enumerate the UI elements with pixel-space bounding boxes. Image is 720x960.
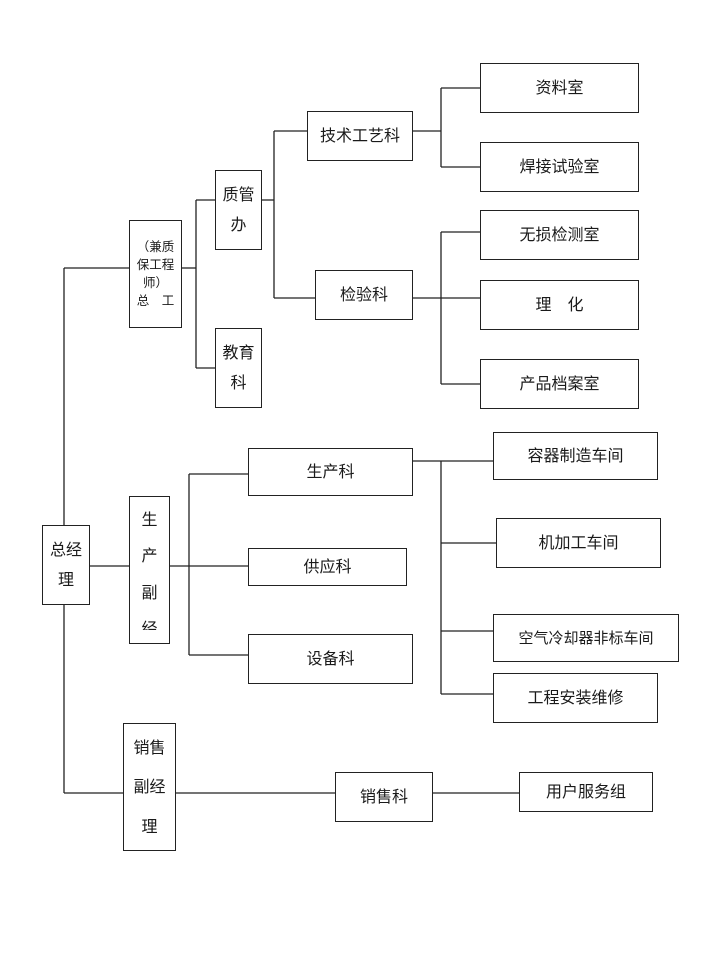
technology-process-dept-node: 技术工艺科: [307, 111, 413, 161]
welding-lab-node: 焊接试验室: [480, 142, 639, 192]
inspection-dept-label: 检验科: [339, 285, 388, 305]
welding-lab-label: 焊接试验室: [519, 157, 600, 177]
production-dept-label: 生产科: [306, 462, 355, 482]
quality-office-label: 质管办: [222, 184, 255, 234]
education-dept-node: 教育科: [215, 328, 262, 408]
production-deputy-char-4: 经: [141, 619, 158, 631]
machining-workshop-node: 机加工车间: [496, 518, 661, 568]
chief-engineer-line-4: 总 工: [136, 293, 175, 309]
sales-deputy-line-1: 销售: [133, 738, 166, 758]
installation-maintenance-label: 工程安装维修: [527, 688, 624, 708]
physical-chemical-node: 理 化: [480, 280, 639, 330]
supply-dept-label: 供应科: [303, 557, 352, 577]
general-manager-label: 总经理: [49, 539, 82, 589]
air-cooler-workshop-label: 空气冷却器非标车间: [518, 629, 654, 647]
production-deputy-char-2: 产: [141, 546, 158, 566]
technology-process-dept-label: 技术工艺科: [319, 126, 400, 146]
education-dept-label: 教育科: [222, 342, 255, 392]
general-manager-node: 总经理: [42, 525, 90, 605]
sales-dept-node: 销售科: [335, 772, 433, 822]
production-deputy-char-3: 副: [141, 582, 158, 602]
chief-engineer-line-1: （兼质: [136, 238, 175, 254]
ndt-lab-node: 无损检测室: [480, 210, 639, 260]
chief-engineer-node: （兼质 保工程 师） 总 工: [129, 220, 182, 328]
vessel-workshop-node: 容器制造车间: [493, 432, 658, 480]
production-dept-node: 生产科: [248, 448, 413, 496]
sales-dept-label: 销售科: [359, 787, 408, 807]
vessel-workshop-label: 容器制造车间: [527, 446, 624, 466]
equipment-dept-node: 设备科: [248, 634, 413, 684]
archive-room-label: 资料室: [535, 78, 584, 98]
sales-deputy-manager-node: 销售 副经 理: [123, 723, 176, 851]
ndt-lab-label: 无损检测室: [519, 225, 600, 245]
archive-room-node: 资料室: [480, 63, 639, 113]
quality-office-node: 质管办: [215, 170, 262, 250]
sales-deputy-line-2: 副经: [133, 777, 166, 797]
inspection-dept-node: 检验科: [315, 270, 413, 320]
physical-chemical-label: 理 化: [535, 295, 584, 315]
chief-engineer-line-2: 保工程: [136, 256, 175, 272]
air-cooler-workshop-node: 空气冷却器非标车间: [493, 614, 679, 662]
chief-engineer-line-3: 师）: [142, 275, 168, 290]
sales-deputy-line-3: 理: [141, 816, 158, 836]
supply-dept-node: 供应科: [248, 548, 407, 586]
product-archive-room-node: 产品档案室: [480, 359, 639, 409]
production-deputy-manager-node: 生 产 副 经: [129, 496, 170, 644]
equipment-dept-label: 设备科: [306, 649, 355, 669]
customer-service-node: 用户服务组: [519, 772, 653, 812]
machining-workshop-label: 机加工车间: [538, 533, 619, 553]
product-archive-room-label: 产品档案室: [519, 374, 600, 394]
production-deputy-char-1: 生: [141, 509, 158, 529]
installation-maintenance-node: 工程安装维修: [493, 673, 658, 723]
customer-service-label: 用户服务组: [545, 782, 626, 802]
